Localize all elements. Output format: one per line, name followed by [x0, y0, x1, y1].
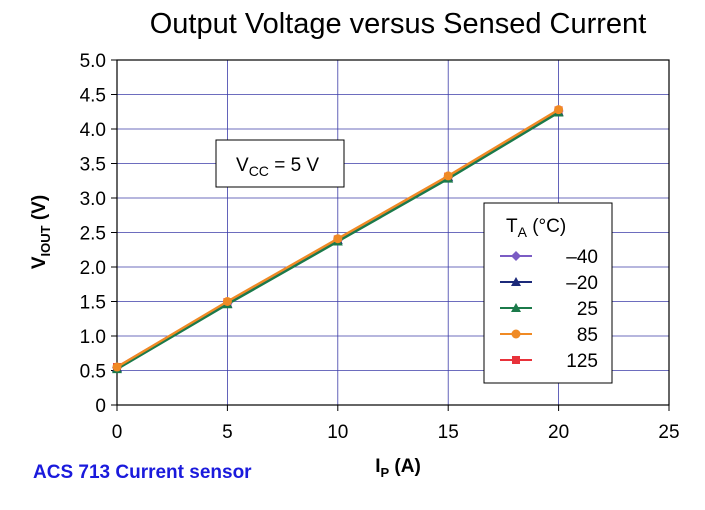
data-point — [554, 105, 564, 115]
y-axis-label: VIOUT (V) — [29, 195, 53, 269]
x-tick-label: 25 — [658, 422, 679, 443]
legend-label: 125 — [566, 351, 598, 372]
legend-label: –40 — [566, 247, 598, 268]
y-tick-label: 3.5 — [80, 155, 106, 176]
caption: ACS 713 Current sensor — [33, 462, 252, 483]
y-tick-label: 1.5 — [80, 293, 106, 314]
legend-marker — [511, 277, 521, 286]
legend-label: 25 — [577, 299, 598, 320]
legend: TA (°C) –40 –20 25 85 125 — [483, 202, 613, 384]
x-axis-label: IP (A) — [375, 456, 421, 480]
legend-marker — [511, 303, 521, 312]
legend-marker — [512, 356, 520, 364]
x-tick-label: 15 — [438, 422, 459, 443]
y-tick-label: 5.0 — [80, 51, 106, 72]
vcc-annotation-box — [215, 139, 345, 188]
legend-label: 85 — [577, 325, 598, 346]
legend-item: 125 — [500, 351, 598, 372]
legend-item: –40 — [500, 247, 598, 268]
legend-item: 85 — [500, 325, 598, 346]
y-tick-label: 3.0 — [80, 189, 106, 210]
x-tick-label: 0 — [112, 422, 123, 443]
legend-item: 25 — [500, 299, 598, 320]
legend-items: –40 –20 25 85 125 — [500, 247, 598, 372]
y-tick-label: 0 — [95, 396, 106, 417]
y-tick-label: 2.5 — [80, 224, 106, 245]
y-tick-label: 4.5 — [80, 86, 106, 107]
vcc-annotation-text: VCC = 5 V — [236, 155, 319, 179]
x-tick-label: 10 — [327, 422, 348, 443]
data-point — [333, 234, 343, 244]
data-point — [112, 362, 122, 372]
ticks: 0 5 10 15 20 25 0 0.5 1.0 1.5 2.0 2.5 3.0 3.5 4.0 4.5 5.… — [80, 51, 680, 443]
legend-marker — [511, 329, 521, 339]
x-tick-label: 20 — [548, 422, 569, 443]
legend-marker — [511, 251, 521, 261]
data-point — [443, 171, 453, 181]
x-tick-label: 5 — [222, 422, 233, 443]
legend-title: TA (°C) — [506, 216, 566, 240]
y-tick-label: 4.0 — [80, 120, 106, 141]
data-point — [222, 297, 232, 306]
y-tick-label: 2.0 — [80, 258, 106, 279]
chart-title: Output Voltage versus Sensed Current — [150, 8, 647, 40]
series-group — [112, 105, 564, 374]
legend-box — [483, 202, 613, 384]
y-tick-label: 0.5 — [80, 362, 106, 383]
series-3 — [112, 105, 564, 372]
legend-label: –20 — [566, 273, 598, 294]
legend-item: –20 — [500, 273, 598, 294]
vcc-annotation: VCC = 5 V — [215, 139, 345, 188]
y-tick-label: 1.0 — [80, 327, 106, 348]
